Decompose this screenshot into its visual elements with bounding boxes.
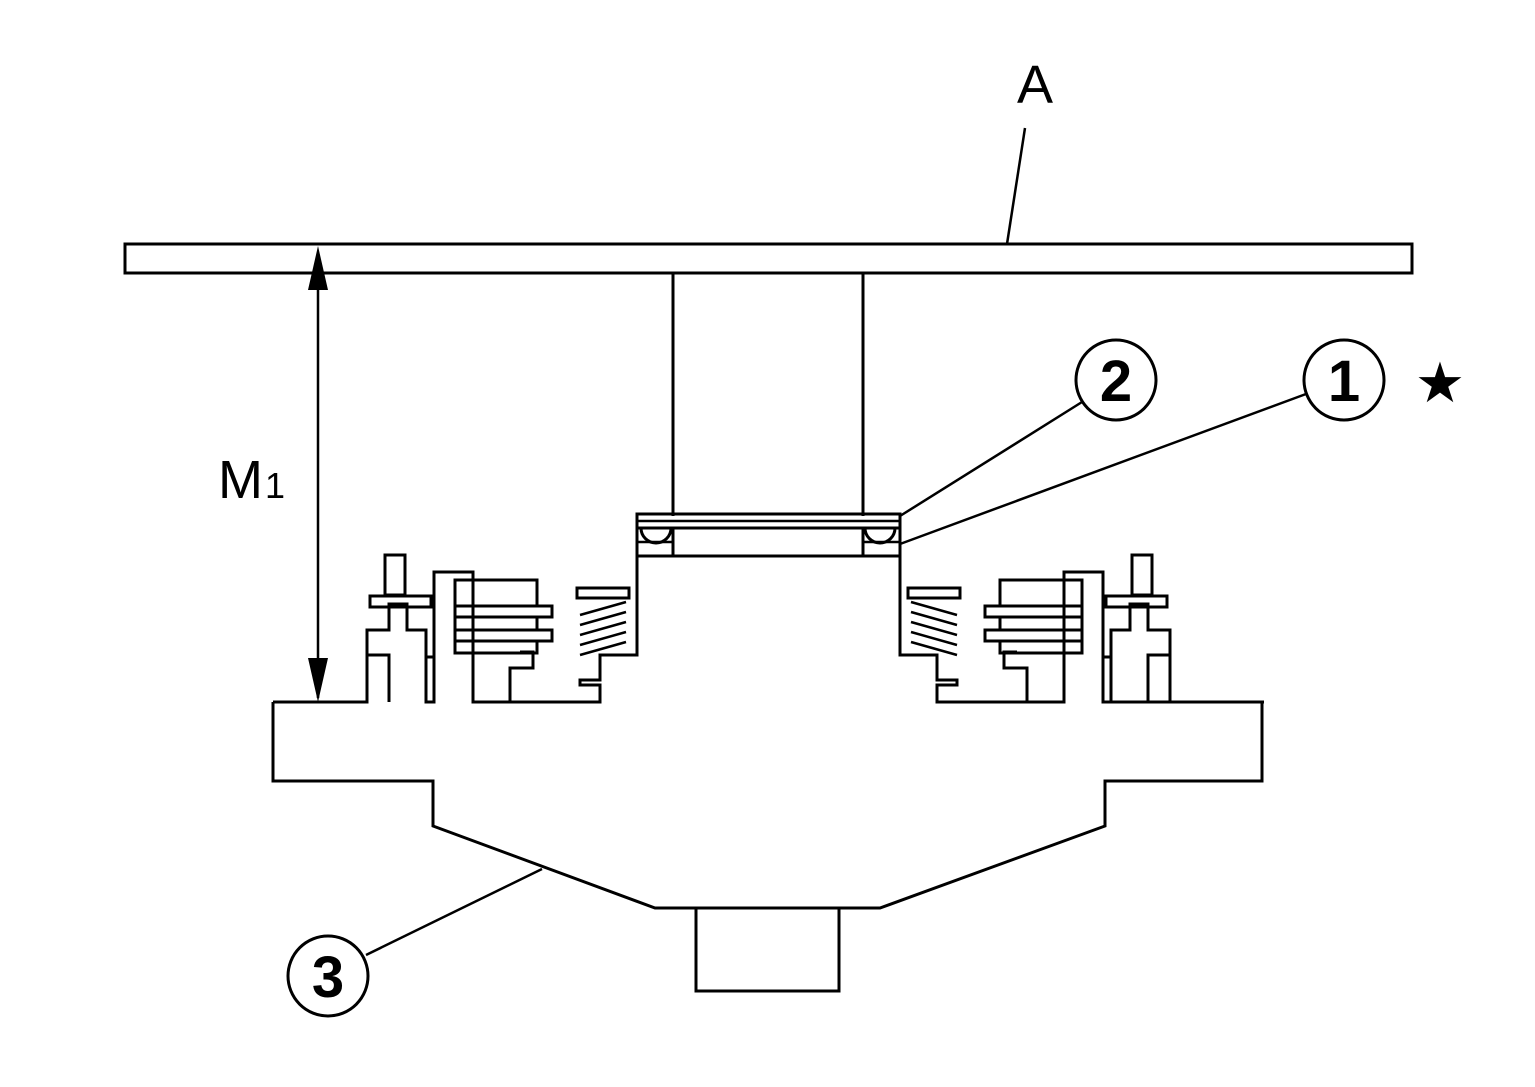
label-a: A (1017, 55, 1053, 115)
left-clutch-assembly (273, 553, 631, 704)
svg-text:2: 2 (1100, 349, 1132, 414)
callout-2: 2 (899, 338, 1158, 518)
svg-text:1: 1 (1328, 349, 1360, 414)
dimension-m1 (308, 246, 328, 702)
label-m1: M1 (218, 450, 285, 510)
straightedge-a (123, 242, 1414, 275)
callout-1: 1 (899, 338, 1386, 546)
bottom-boss (694, 906, 841, 993)
lower-housing (271, 700, 1264, 910)
svg-text:3: 3 (312, 945, 344, 1010)
right-clutch-assembly (906, 553, 1264, 704)
leader-a (1005, 127, 1027, 245)
case-body (508, 554, 1029, 704)
star-mark: ★ (1415, 351, 1465, 414)
callout-3: 3 (286, 867, 543, 1018)
bearing-race-bottom (635, 526, 902, 558)
